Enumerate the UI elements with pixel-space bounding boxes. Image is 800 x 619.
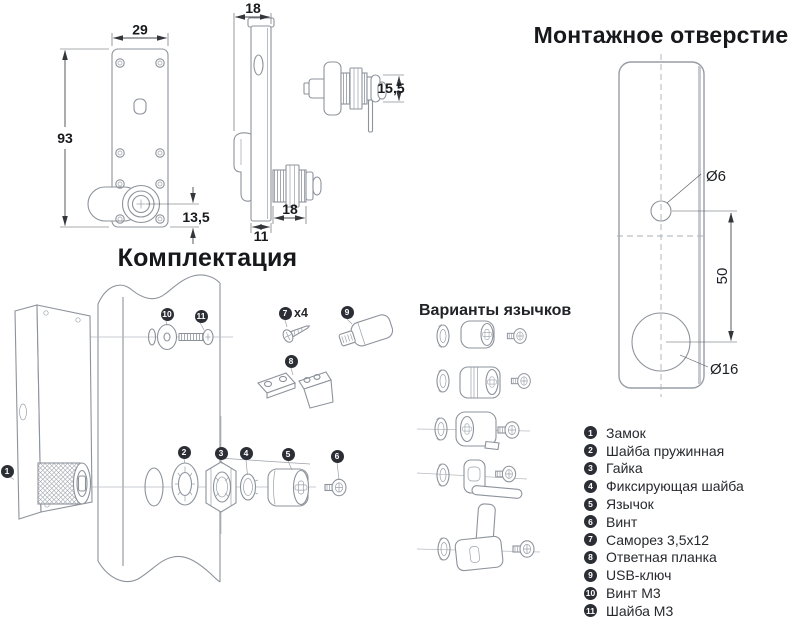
kit-badge-10: 10 (160, 307, 174, 321)
parts-list-item: 10 Винт М3 (584, 584, 744, 602)
dim-side-body: 11 (254, 228, 269, 244)
dim-cam-offset: 13,5 (182, 209, 209, 225)
mounting-hole-title: Монтажное отверстие (533, 22, 789, 48)
lock-body-drawing (14, 304, 93, 520)
parts-list-item-label: Ответная планка (606, 549, 717, 566)
parts-list-item: 11 Шайба М3 (584, 602, 744, 619)
parts-list-item-number: 1 (584, 426, 597, 440)
tongue-variants-title: Варианты язычков (419, 302, 572, 319)
nut-drawing (205, 461, 237, 513)
usb-key-drawing (338, 314, 394, 347)
dim-side-barrel: 18 (282, 201, 298, 217)
parts-list: 1 Замок 2 Шайба пружинная 3 Гайка 4 Фикс… (584, 424, 744, 619)
parts-list-item-number: 5 (584, 497, 597, 511)
parts-list-item: 8 Ответная планка (584, 549, 744, 567)
parts-list-item-label: Замок (606, 424, 646, 441)
kit-badge-4: 4 (239, 446, 253, 460)
parts-list-item-number: 10 (584, 586, 597, 600)
screw-6-drawing (324, 478, 347, 497)
kit-badge-9: 9 (340, 305, 354, 319)
strike-plates-drawing (257, 371, 334, 409)
cam-lock-drawing: 15,5 (303, 61, 405, 133)
kit-badge-5: 5 (281, 447, 295, 461)
dim-hole-distance: 50 (714, 268, 731, 285)
parts-list-item-number: 7 (584, 533, 597, 547)
parts-list-item-label: Винт (606, 513, 638, 530)
parts-list-item-number: 6 (584, 515, 597, 529)
parts-list-item-label: Шайба пружинная (606, 442, 725, 459)
kit-title: Комплектация (117, 244, 298, 272)
spring-washer-drawing (171, 462, 199, 506)
front-view-drawing: 29 93 13,5 (57, 22, 210, 244)
kit-exploded-drawing (9, 274, 394, 583)
kit-badge-8: 8 (284, 354, 298, 368)
parts-list-item-label: Шайба М3 (606, 602, 674, 619)
parts-list-item-label: Фиксирующая шайба (606, 478, 744, 495)
side-view-drawing: 18 18 11 (233, 0, 322, 244)
parts-list-item-number: 9 (584, 568, 597, 582)
parts-list-item: 4 Фиксирующая шайба (584, 477, 744, 495)
fixing-washer-drawing (239, 473, 259, 501)
dim-front-width: 29 (132, 22, 148, 38)
parts-list-item: 7 Саморез 3,5x12 (584, 531, 744, 549)
parts-list-item: 2 Шайба пружинная (584, 442, 744, 460)
dim-cam-height: 15,5 (377, 80, 404, 96)
kit-badge-2: 2 (177, 445, 191, 459)
screw-quantity-label: x4 (294, 306, 308, 320)
parts-list-item-label: USB-ключ (606, 567, 672, 584)
parts-list-item-label: Саморез 3,5x12 (606, 531, 710, 548)
kit-badge-3: 3 (214, 446, 228, 460)
parts-list-item-label: Гайка (606, 460, 643, 477)
parts-list-item-number: 11 (584, 604, 597, 618)
parts-list-item: 1 Замок (584, 424, 744, 442)
parts-list-item: 3 Гайка (584, 460, 744, 478)
dim-hole-small: Ø6 (706, 168, 726, 185)
kit-badge-11: 11 (194, 309, 208, 323)
dim-side-depth: 18 (245, 0, 261, 16)
dim-hole-large: Ø16 (710, 361, 738, 378)
parts-list-item-label: Язычок (606, 496, 654, 513)
parts-list-item-number: 2 (584, 444, 597, 458)
parts-list-item: 6 Винт (584, 513, 744, 531)
screw-7-drawing (282, 325, 311, 343)
parts-list-item-number: 8 (584, 550, 597, 564)
kit-badge-7: 7 (278, 307, 292, 320)
tongue-drawing (267, 468, 310, 507)
parts-list-item-number: 3 (584, 461, 597, 475)
parts-list-item-number: 4 (584, 479, 597, 493)
tongue-variants-drawing (416, 320, 541, 572)
kit-badge-6: 6 (330, 449, 344, 463)
parts-list-item: 5 Язычок (584, 495, 744, 513)
parts-list-item-label: Винт М3 (606, 585, 661, 602)
mounting-hole-drawing: Ø6 50 Ø16 (617, 54, 738, 397)
dim-front-height: 93 (57, 130, 73, 146)
parts-list-item: 9 USB-ключ (584, 566, 744, 584)
kit-badge-1: 1 (0, 464, 14, 478)
